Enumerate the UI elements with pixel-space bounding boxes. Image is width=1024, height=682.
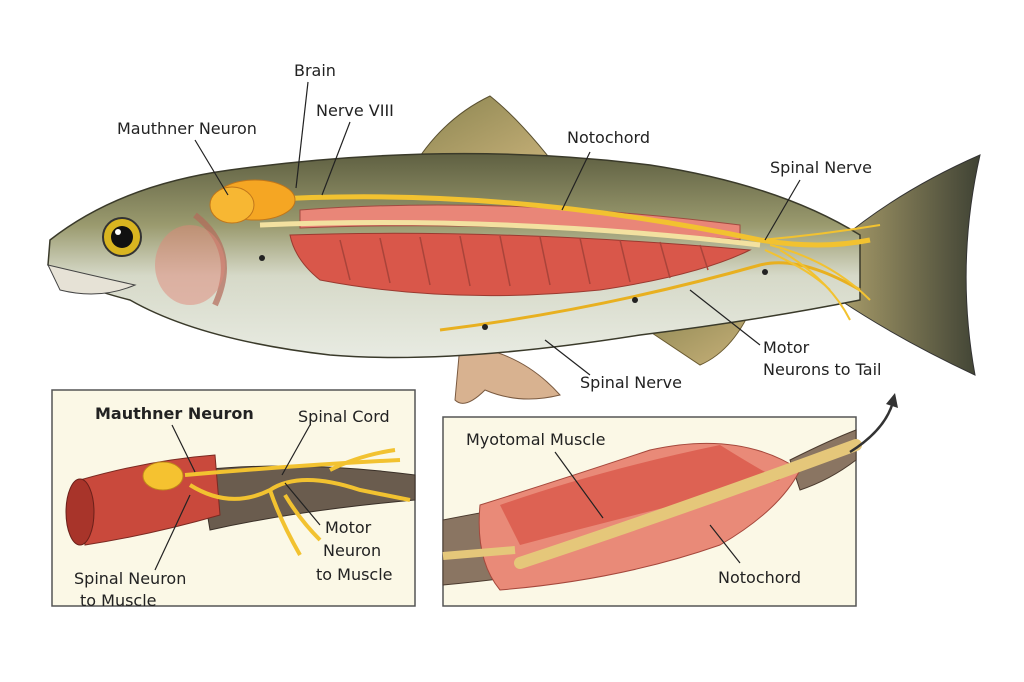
label-brain: Brain [294, 61, 336, 80]
inset-label-spinal-neuron-2: to Muscle [80, 591, 157, 610]
label-motor-line2: Neurons to Tail [763, 360, 882, 379]
leader-lines [194, 81, 801, 376]
marker-dot [632, 297, 638, 303]
label-spinal-nerve-lower: Spinal Nerve [580, 373, 682, 392]
label-motor-line1: Motor [763, 338, 810, 357]
inset-myotome: Myotomal Muscle Notochord [442, 416, 862, 607]
arrow-icon [849, 401, 895, 454]
inset-label-spinal-cord: Spinal Cord [298, 407, 390, 426]
lower-muscle [289, 232, 752, 297]
eye-highlight [115, 229, 121, 235]
spinal-cord [259, 194, 871, 248]
inset-label-spinal-neuron-1: Spinal Neuron [74, 569, 186, 588]
inset-label-motor-1: Motor [325, 518, 372, 537]
label-nerve-viii: Nerve VIII [316, 101, 394, 120]
myomere-lines [339, 235, 709, 287]
inset-label-motor-3: to Muscle [316, 565, 393, 584]
pelvic-fin [454, 344, 561, 404]
pupil [111, 226, 133, 248]
arrow-head-icon [886, 393, 898, 408]
label-spinal-nerve-upper: Spinal Nerve [770, 158, 872, 177]
marker-dot [259, 255, 265, 261]
inset-label-mauthner: Mauthner Neuron [95, 404, 254, 423]
label-mauthner-neuron: Mauthner Neuron [117, 119, 257, 138]
inset-label-notochord: Notochord [718, 568, 801, 587]
inset-label-myotomal-muscle: Myotomal Muscle [466, 430, 605, 449]
mauthner-cell [209, 186, 255, 224]
notochord-main [259, 220, 761, 248]
tail-nerve-branches [759, 224, 881, 321]
lateral-nerve [439, 261, 861, 332]
tail-fin [839, 154, 981, 376]
cheek [155, 225, 225, 305]
inset-label-motor-2: Neuron [323, 541, 381, 560]
inset-mauthner: Mauthner Neuron Spinal Cord Motor Neuron… [51, 389, 416, 610]
marker-dot [762, 269, 768, 275]
mouth [47, 264, 137, 295]
label-notochord: Notochord [567, 128, 650, 147]
marker-dot [482, 324, 488, 330]
